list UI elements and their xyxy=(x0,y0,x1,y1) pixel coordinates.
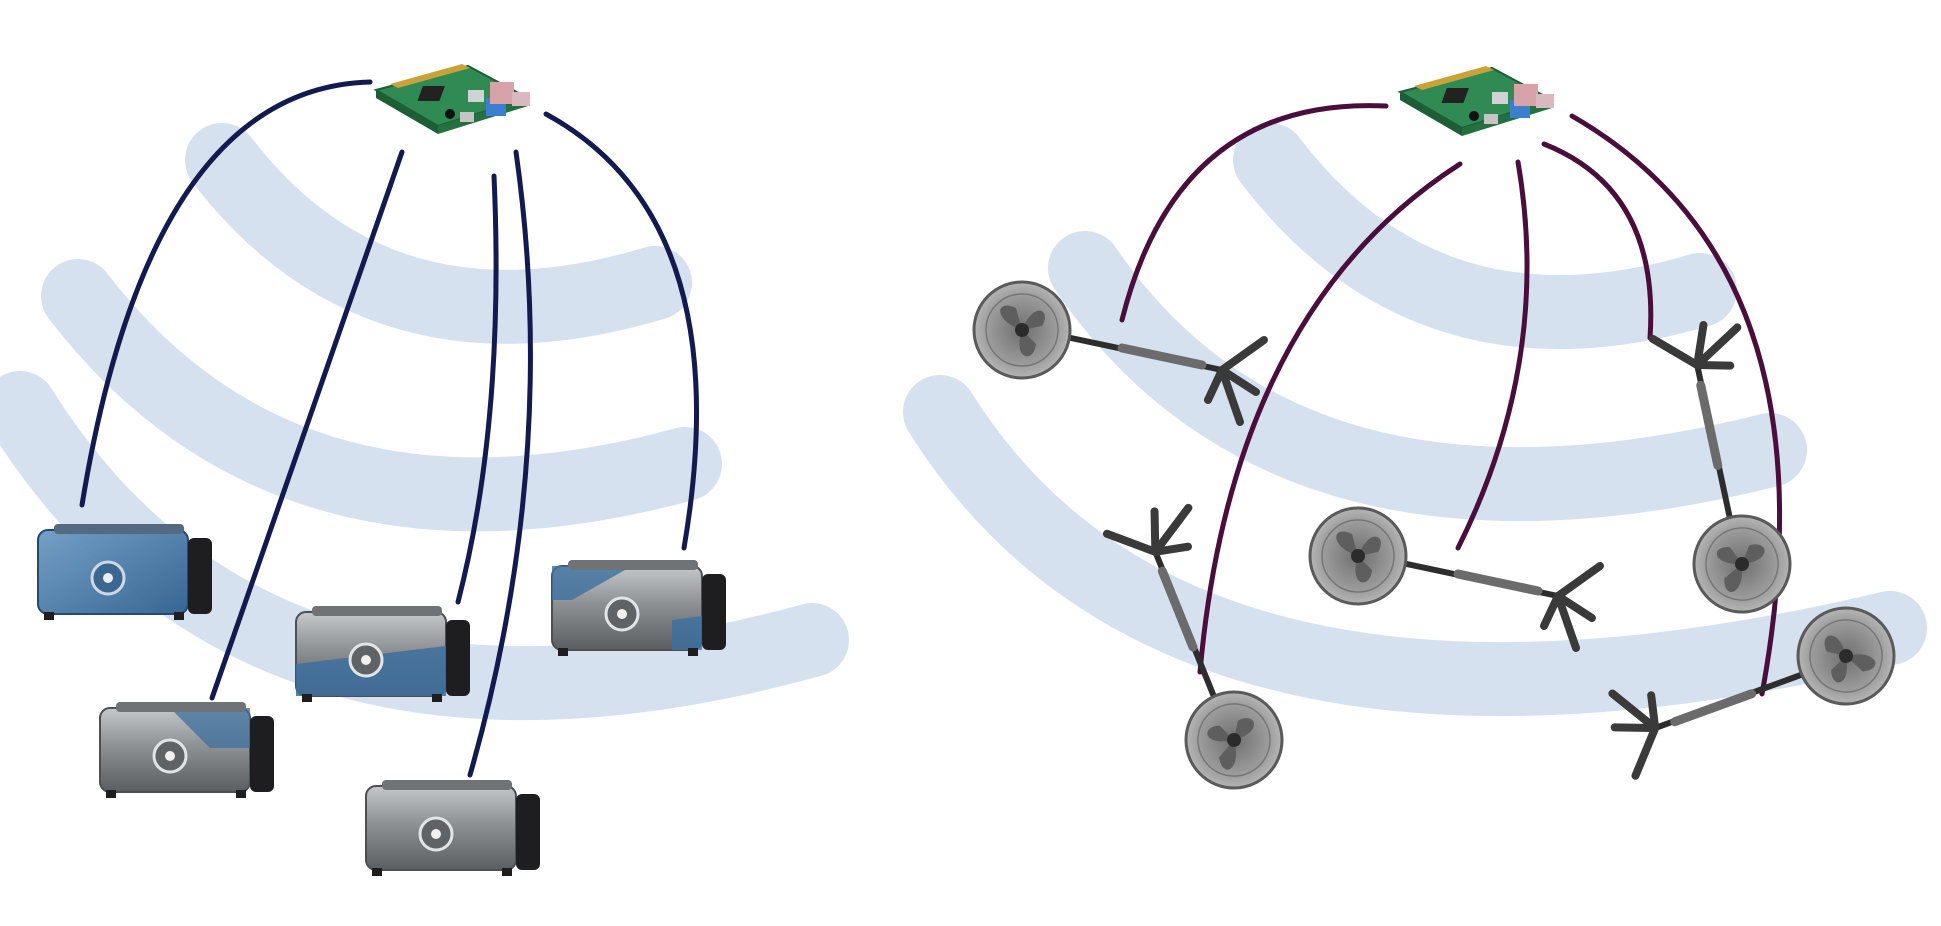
links-left xyxy=(79,79,700,778)
link-left-3 xyxy=(455,173,499,605)
link-right-3 xyxy=(1455,159,1530,551)
raspberry-pi-icon xyxy=(375,63,531,135)
wifi-arc-outer-right xyxy=(903,375,1927,717)
link-left-2 xyxy=(209,149,405,701)
wifi-arc-inner-left xyxy=(185,123,692,344)
toaster-icon xyxy=(99,702,274,798)
link-left-1 xyxy=(79,79,373,508)
wifi-arc-middle-right xyxy=(1048,231,1807,522)
raspberry-pi-icon xyxy=(1399,65,1555,137)
wifi-arc-middle-left xyxy=(41,259,722,532)
link-right-1 xyxy=(1119,103,1389,323)
toaster-icon xyxy=(365,780,540,876)
wifi-arcs-right xyxy=(903,123,1927,717)
toaster-icon xyxy=(551,560,726,656)
wifi-arc-inner-right xyxy=(1233,123,1737,350)
link-left-5 xyxy=(543,111,700,551)
toaster-icon xyxy=(295,606,470,702)
link-right-4 xyxy=(1541,141,1654,341)
standing-fan-icon xyxy=(1310,508,1600,648)
toaster-icon xyxy=(37,524,212,620)
link-left-4 xyxy=(467,149,533,778)
link-right-2 xyxy=(1197,161,1463,675)
